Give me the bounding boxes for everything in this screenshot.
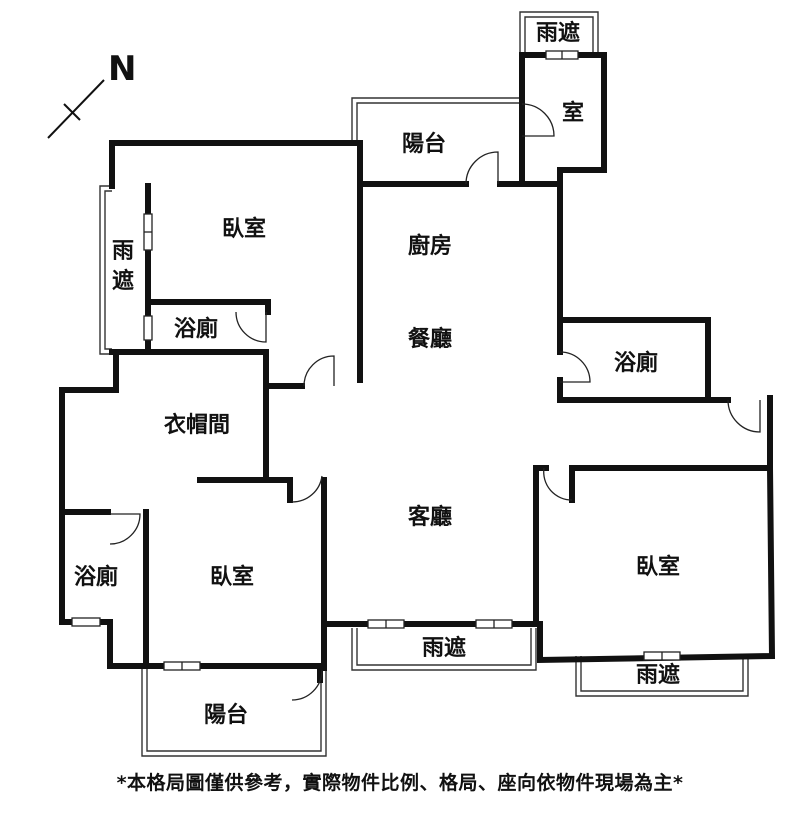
wall-bath-tl <box>145 299 271 315</box>
compass-needle <box>47 79 105 139</box>
label-bathroom-bottom-left: 浴廁 <box>74 564 118 590</box>
outer-rails <box>99 11 749 757</box>
label-small-room: 室 <box>562 100 584 126</box>
label-bathroom-right: 浴廁 <box>614 350 658 376</box>
balcony-top-rail-inner <box>356 102 520 142</box>
door-small-room <box>521 103 555 137</box>
door-bedroom-top <box>303 355 335 387</box>
door-bedroom-br <box>543 467 573 501</box>
window-left-2 <box>143 315 153 341</box>
label-rain-shelter-left-char2: 遮 <box>112 268 134 294</box>
label-balcony-bottom: 陽台 <box>204 702 248 728</box>
compass-tick <box>63 103 81 121</box>
label-bedroom-bottom-right: 臥室 <box>636 554 680 580</box>
door-right-corridor <box>727 399 761 433</box>
rain-shelter-left-rail-inner <box>104 190 112 350</box>
label-balcony-top: 陽台 <box>402 131 446 157</box>
door-bath-tl <box>235 311 267 343</box>
window-bath-bl <box>71 617 101 627</box>
wall-bedroom-bl-top <box>197 477 293 503</box>
label-rain-shelter-left-char1: 雨 <box>112 239 134 264</box>
rain-shelter-left-rail <box>99 185 112 355</box>
wall-bedroom-br <box>569 395 773 503</box>
wall-bottom-living <box>321 465 549 627</box>
wall-small-room <box>519 52 607 187</box>
label-rain-shelter-bottom-center: 雨遮 <box>422 635 466 661</box>
rain-shelter-br-rail-inner <box>580 656 744 692</box>
door-bath-bl <box>109 513 141 545</box>
label-closet: 衣帽間 <box>164 412 230 438</box>
wall-right-kitchen <box>557 167 711 403</box>
door-kitchen-top <box>465 151 499 185</box>
balcony-bottom-rail <box>141 668 327 757</box>
label-rain-shelter-tr: 雨遮 <box>536 20 580 46</box>
disclaimer-text: *本格局圖僅供參考，實際物件比例、格局、座向依物件現場為主* <box>116 772 684 794</box>
label-bedroom-top: 臥室 <box>222 216 266 242</box>
door-bath-right <box>559 351 591 383</box>
label-rain-shelter-bottom-right: 雨遮 <box>636 662 680 688</box>
balcony-bottom-rail-inner <box>146 668 322 752</box>
wall-top-bedroom <box>109 140 363 383</box>
rain-shelter-br-rail <box>575 656 749 697</box>
rain-shelter-bc-rail <box>351 628 537 671</box>
door-bedroom-bl <box>291 475 323 503</box>
rain-shelter-tr-rail <box>519 11 599 55</box>
doors <box>109 103 761 701</box>
label-bedroom-bottom-left: 臥室 <box>210 564 254 590</box>
label-living: 客廳 <box>408 504 452 530</box>
label-rain-shelter-left: 雨 遮 <box>112 239 142 294</box>
door-balcony-bottom <box>291 669 323 701</box>
label-dining: 餐廳 <box>408 326 452 352</box>
rain-shelter-tr-rail-inner <box>524 16 594 55</box>
compass-north-label: N <box>108 49 136 89</box>
floor-plan: N <box>47 11 776 757</box>
label-bathroom-top-left: 浴廁 <box>174 316 218 342</box>
windows <box>71 50 681 671</box>
rain-shelter-bc-rail-inner <box>356 628 532 666</box>
label-kitchen: 廚房 <box>408 233 452 259</box>
wall-bath-tl-bottom <box>109 349 269 481</box>
room-labels: 臥室 雨 遮 浴廁 陽台 室 雨遮 廚房 餐廳 浴廁 衣帽間 客廳 浴廁 臥室 … <box>74 20 680 728</box>
compass: N <box>47 49 136 139</box>
